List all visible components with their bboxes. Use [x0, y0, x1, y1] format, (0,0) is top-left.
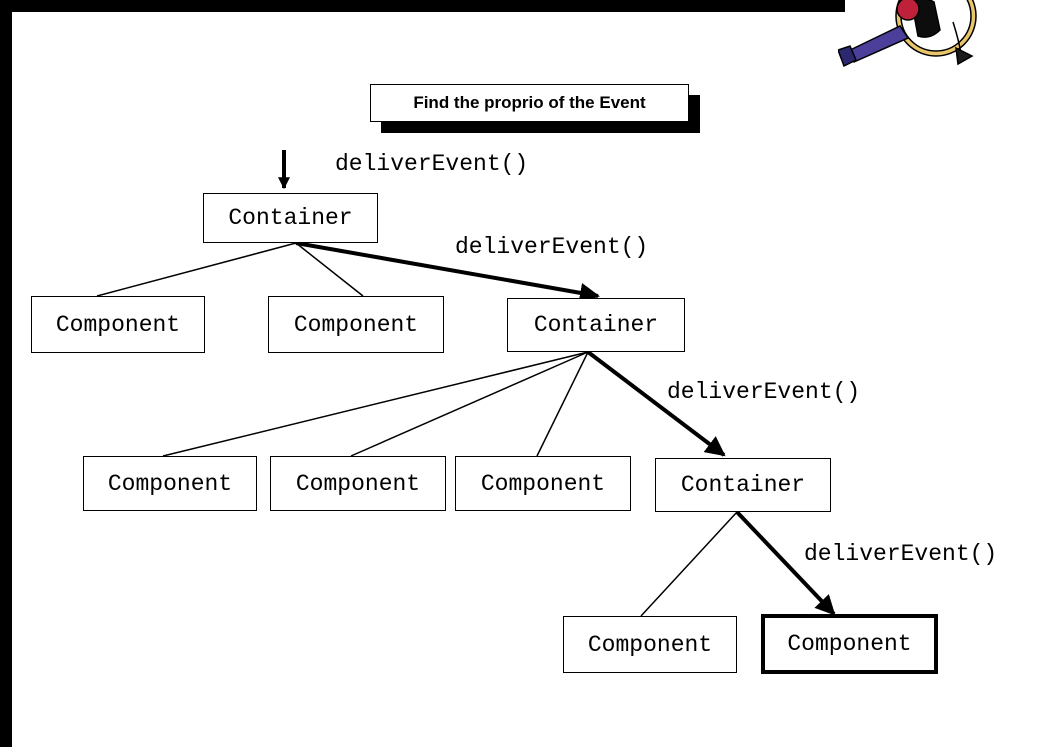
- edge-root-c1: [96, 242, 297, 297]
- component-node: Component: [83, 456, 257, 511]
- target-component-node: Component: [761, 614, 938, 674]
- frame-left-border: [0, 0, 12, 747]
- diagram-title: Find the proprio of the Event: [370, 84, 689, 122]
- root-container-node: Container: [203, 193, 378, 243]
- component-node: Component: [563, 616, 737, 673]
- edge-container2-c5: [536, 351, 589, 457]
- component-node: Component: [268, 296, 444, 353]
- edge-container3-target: [735, 510, 836, 616]
- container-node: Container: [507, 298, 685, 352]
- container-node: Container: [655, 458, 831, 512]
- edge-root-container2: [295, 241, 600, 303]
- component-node: Component: [270, 456, 446, 511]
- frame-top-border: [0, 0, 845, 12]
- component-node: Component: [455, 456, 631, 511]
- edge-container2-container3: [586, 350, 726, 457]
- java-duke-mascot-icon: [838, 0, 977, 68]
- call-label-entry: deliverEvent(): [335, 151, 529, 177]
- call-label-to-container2: deliverEvent(): [455, 234, 649, 260]
- call-label-to-target: deliverEvent(): [804, 541, 998, 567]
- edge-container2-c3: [162, 351, 589, 457]
- edge-container2-c4: [350, 351, 589, 457]
- component-node: Component: [31, 296, 205, 353]
- call-label-to-container3: deliverEvent(): [667, 379, 861, 405]
- edge-container3-c6: [640, 511, 738, 617]
- edge-root-c2: [295, 242, 364, 297]
